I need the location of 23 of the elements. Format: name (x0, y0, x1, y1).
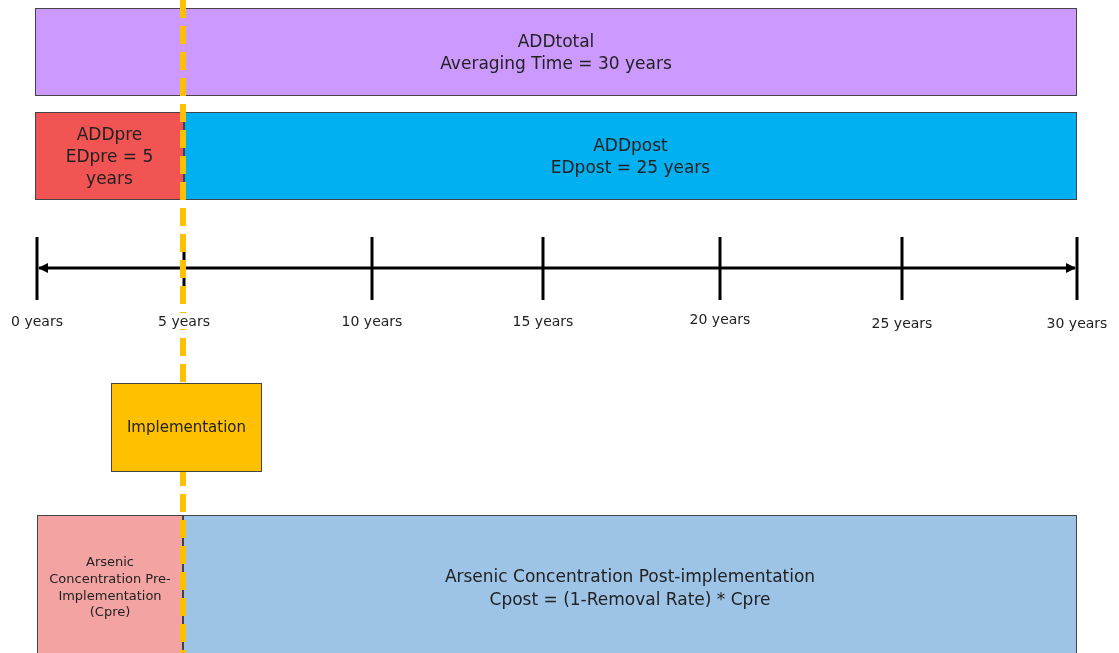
axis-tick-label: 15 years (511, 313, 575, 329)
axis-tick-label: 10 years (340, 313, 404, 329)
total-dose-bar (35, 8, 1077, 96)
axis-tick-label: 0 years (10, 313, 64, 329)
box-text: Averaging Time = 30 years (440, 52, 672, 75)
box-title: Implementation (126, 417, 247, 438)
axis-tick-label: 20 years (688, 311, 752, 327)
box-text: EDpost = 25 years (550, 156, 711, 179)
pre-concentration-bar (37, 515, 183, 653)
box-title: Arsenic Concentration Post-implementation (444, 565, 816, 588)
axis-tick-label: 25 years (870, 315, 934, 331)
axis-tick-label: 5 years (157, 313, 211, 329)
post-dose-bar (184, 112, 1077, 200)
implementation-box (111, 383, 262, 472)
box-title: ADDpre (76, 122, 143, 145)
box-text: Cpost = (1-Removal Rate) * Cpre (489, 587, 771, 610)
box-title: Arsenic Concentration Pre-Implementation (Cpre) (48, 553, 172, 622)
axis-tick-label: 30 years (1045, 315, 1109, 331)
box-text: EDpre = 5 years (64, 144, 155, 190)
post-concentration-bar (183, 515, 1077, 653)
pre-dose-bar (35, 112, 184, 200)
box-title: ADDpost (593, 133, 668, 156)
box-title: ADDtotal (517, 29, 595, 52)
